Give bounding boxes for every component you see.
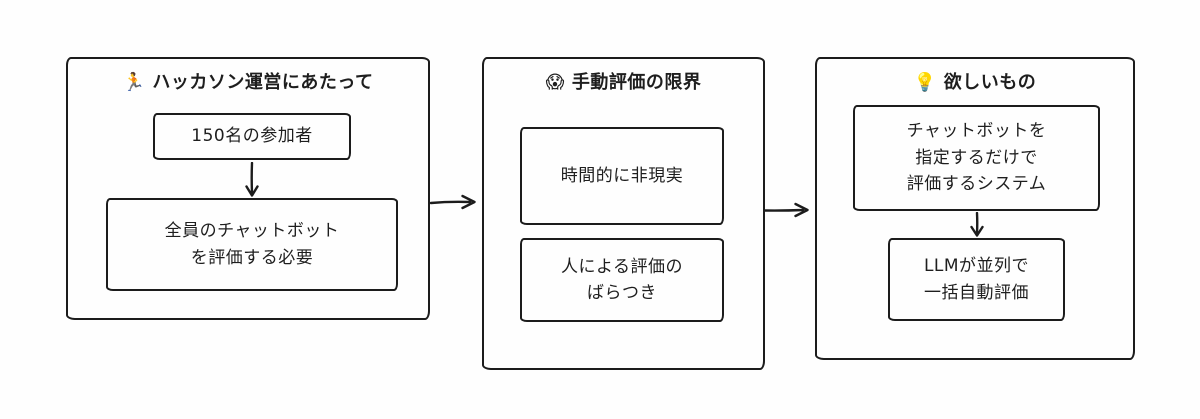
panel-manual-limits: 😱 手動評価の限界 時間的に非現実 人による評価の ばらつき bbox=[482, 57, 765, 370]
panel-hackathon-title: 🏃 ハッカソン運営にあたって bbox=[68, 68, 428, 94]
down-arrow-icon bbox=[243, 162, 261, 198]
node-evaluate-all: 全員のチャットボット を評価する必要 bbox=[106, 198, 398, 291]
runner-icon: 🏃 bbox=[122, 72, 146, 93]
panel-hackathon: 🏃 ハッカソン運営にあたって 150名の参加者 全員のチャットボット を評価する必… bbox=[66, 57, 430, 320]
bulb-icon: 💡 bbox=[913, 72, 937, 93]
panel-title-text: ハッカソン運営にあたって bbox=[152, 72, 374, 93]
node-time-unrealistic: 時間的に非現実 bbox=[520, 127, 724, 225]
node-human-variance: 人による評価の ばらつき bbox=[520, 238, 724, 322]
panel-title-text: 手動評価の限界 bbox=[571, 72, 702, 93]
node-participants: 150名の参加者 bbox=[153, 113, 351, 160]
scream-icon: 😱 bbox=[545, 72, 565, 93]
node-specify-chatbot-system: チャットボットを 指定するだけで 評価するシステム bbox=[853, 105, 1100, 211]
down-arrow-icon bbox=[968, 212, 986, 238]
flow-arrow-icon bbox=[430, 193, 480, 211]
flow-arrow-icon bbox=[763, 201, 813, 219]
panel-wanted: 💡 欲しいもの チャットボットを 指定するだけで 評価するシステム LLMが並列で… bbox=[815, 57, 1135, 360]
panel-title-text: 欲しいもの bbox=[943, 72, 1037, 93]
panel-manual-limits-title: 😱 手動評価の限界 bbox=[484, 68, 763, 94]
node-llm-parallel-eval: LLMが並列で 一括自動評価 bbox=[888, 238, 1065, 321]
panel-wanted-title: 💡 欲しいもの bbox=[817, 68, 1133, 94]
